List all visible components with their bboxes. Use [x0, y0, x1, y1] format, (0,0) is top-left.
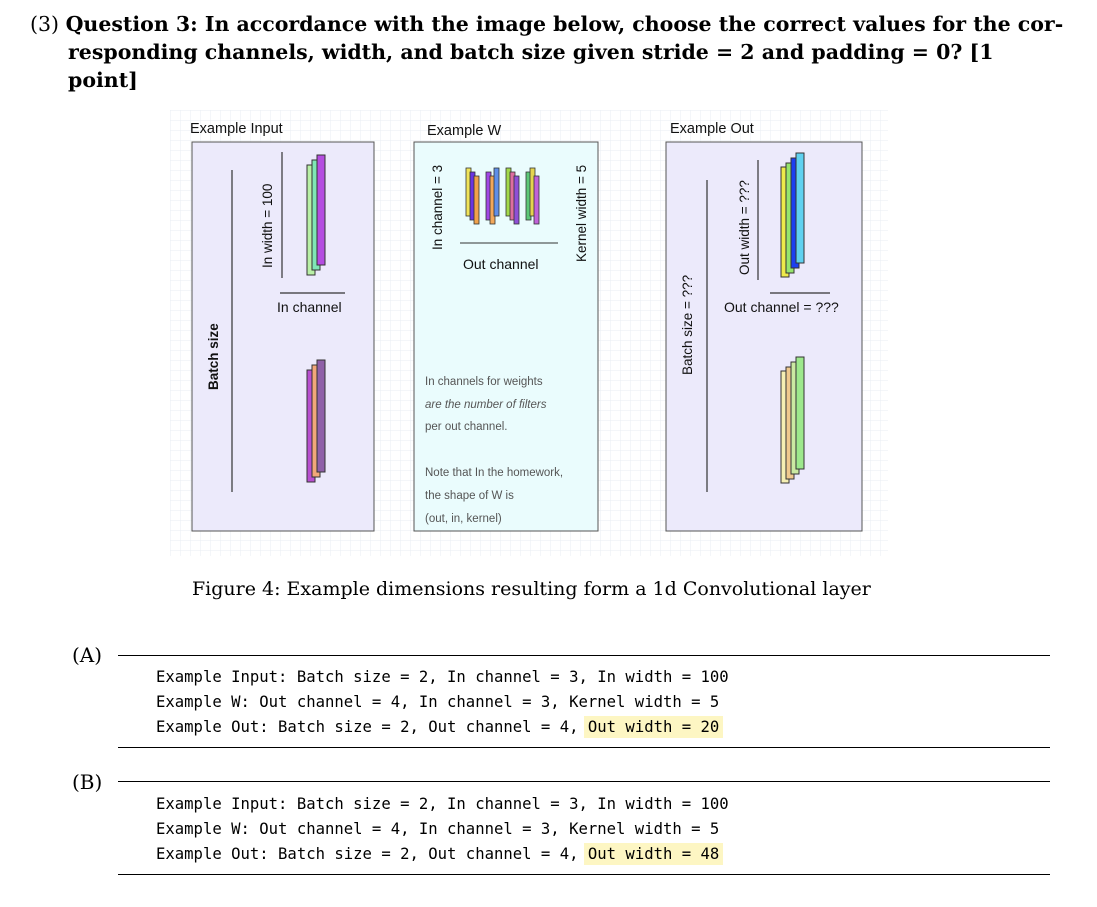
option-b-line-3-prefix: Example Out: Batch size = 2, Out channel… — [156, 845, 579, 863]
question-line-2: responding channels, width, and batch si… — [68, 40, 994, 92]
option-b-top-rule — [118, 781, 1050, 782]
input-channel-label: In channel — [277, 299, 342, 315]
input-title: Example Input — [190, 121, 283, 137]
figure-caption: Figure 4: Example dimensions resulting f… — [192, 578, 871, 600]
example-out-panel: Example Out Batch size = ??? Out width =… — [665, 121, 863, 532]
question-text: (3) Question 3: In accordance with the i… — [30, 10, 1070, 94]
option-b-bottom-rule — [118, 874, 1050, 875]
w-note-line-3: per out channel. — [425, 421, 507, 433]
input-tensor-batch-1 — [306, 154, 326, 276]
option-a-line-2: Example W: Out channel = 4, In channel =… — [156, 693, 720, 711]
out-channel-label: Out channel = ??? — [724, 299, 839, 315]
input-batch-label: Batch size — [206, 323, 221, 390]
option-a-highlight: Out width = 20 — [583, 716, 724, 738]
option-b-label[interactable]: (B) — [72, 770, 103, 794]
example-w-panel: Example W In channel = 3 Kernel width = … — [413, 123, 599, 532]
out-tensor-batch-1 — [780, 152, 805, 278]
option-a-label[interactable]: (A) — [72, 643, 103, 667]
w-title: Example W — [427, 123, 501, 139]
w-kernel-label: Kernel width = 5 — [574, 165, 589, 262]
input-width-label: In width = 100 — [260, 184, 275, 268]
option-a-code[interactable]: Example Input: Batch size = 2, In channe… — [156, 665, 729, 740]
question-line-1: Question 3: In accordance with the image… — [65, 12, 1064, 36]
option-b-line-2: Example W: Out channel = 4, In channel =… — [156, 820, 720, 838]
w-note-line-5: the shape of W is — [425, 490, 514, 502]
w-note-line-2: are the number of filters — [425, 399, 547, 411]
option-a-line-3-prefix: Example Out: Batch size = 2, Out channel… — [156, 718, 579, 736]
w-in-channel-label: In channel = 3 — [430, 165, 445, 250]
w-filter-2 — [485, 167, 500, 225]
option-a-bottom-rule — [118, 747, 1050, 748]
w-filter-4 — [525, 167, 540, 225]
out-title: Example Out — [670, 121, 754, 137]
example-input-panel: Example Input Batch size In width = 100 … — [190, 121, 375, 532]
option-b-code[interactable]: Example Input: Batch size = 2, In channe… — [156, 792, 729, 867]
out-width-label: Out width = ??? — [737, 180, 752, 275]
input-tensor-batch-2 — [306, 359, 326, 483]
out-tensor-batch-2 — [780, 356, 805, 484]
conv-figure: Example Input Batch size In width = 100 … — [170, 110, 888, 556]
option-a-line-1: Example Input: Batch size = 2, In channe… — [156, 668, 729, 686]
w-out-channel-label: Out channel — [463, 256, 539, 272]
option-a-top-rule — [118, 655, 1050, 656]
question-number: (3) — [30, 12, 60, 36]
option-b-highlight: Out width = 48 — [583, 843, 724, 865]
w-filter-1 — [465, 167, 480, 225]
option-b-line-1: Example Input: Batch size = 2, In channe… — [156, 795, 729, 813]
w-note-line-4: Note that In the homework, — [425, 467, 563, 479]
w-note-line-6: (out, in, kernel) — [425, 513, 502, 525]
w-filter-3 — [505, 167, 520, 225]
w-note-line-1: In channels for weights — [425, 376, 543, 388]
out-batch-label: Batch size = ??? — [680, 275, 695, 375]
